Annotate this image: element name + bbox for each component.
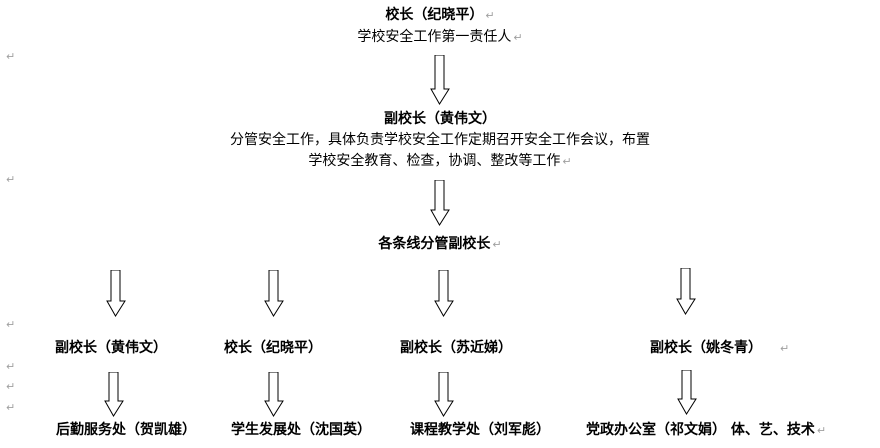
down-arrow-icon [434, 372, 454, 417]
paragraph-mark: ↵ [6, 380, 16, 393]
department-1: 后勤服务处（贺凯雄） [56, 422, 196, 438]
down-arrow-icon [430, 180, 450, 226]
department-4: 党政办公室（祁文娟） 体、艺、技术↵ [586, 422, 827, 438]
leader-2: 校长（纪晓平） [224, 340, 322, 356]
paragraph-mark: ↵ [6, 401, 16, 414]
down-arrow-icon [264, 372, 284, 417]
principal-title: 校长（纪晓平）↵ [385, 7, 495, 23]
paragraph-mark: ↵ [6, 173, 16, 186]
paragraph-mark: ↵ [6, 50, 16, 63]
leader-3: 副校长（苏近娣） [400, 340, 512, 356]
branch-header: 各条线分管副校长↵ [378, 236, 502, 252]
department-3: 课程教学处（刘军彪） [410, 422, 550, 438]
vice-principal-duty-2: 学校安全教育、检查，协调、整改等工作↵ [308, 153, 572, 169]
down-arrow-icon [676, 268, 696, 315]
vice-principal-duty-1: 分管安全工作，具体负责学校安全工作定期召开安全工作会议，布置 [230, 132, 650, 148]
leader-1: 副校长（黄伟文） [55, 340, 167, 356]
department-2: 学生发展处（沈国英） [231, 422, 371, 438]
principal-role: 学校安全工作第一责任人↵ [357, 29, 523, 45]
down-arrow-icon [106, 270, 126, 317]
down-arrow-icon [677, 370, 697, 415]
down-arrow-icon [434, 270, 454, 317]
paragraph-mark: ↵ [6, 318, 16, 331]
down-arrow-icon [264, 270, 284, 317]
paragraph-mark: ↵ [6, 360, 16, 373]
leader-4: 副校长（姚冬青）↵ [650, 340, 790, 356]
down-arrow-icon [430, 55, 450, 105]
down-arrow-icon [104, 372, 124, 417]
vice-principal-title: 副校长（黄伟文） [384, 111, 496, 127]
